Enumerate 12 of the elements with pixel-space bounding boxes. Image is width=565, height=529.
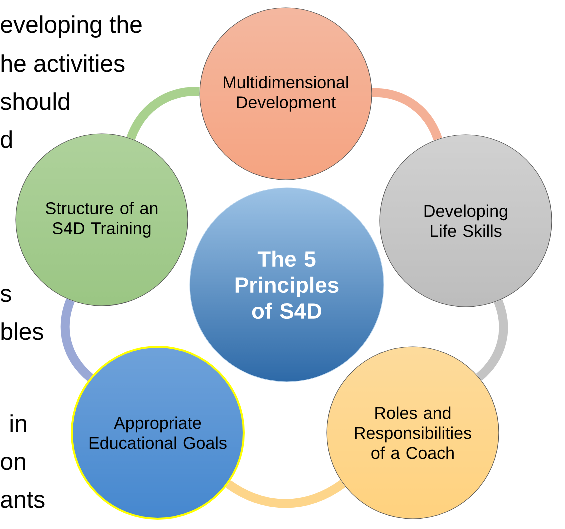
- body-text-fragment: in: [10, 414, 26, 432]
- body-text-fragment: ants: [1, 492, 45, 508]
- ring-arc: [126, 87, 200, 140]
- body-text-fragment: bles: [2, 322, 44, 340]
- ring-arc: [60, 298, 94, 382]
- ring-arc: [372, 88, 442, 141]
- body-text-fragment: on: [1, 457, 26, 470]
- body-text-fragment: eveloping the: [1, 16, 142, 38]
- ring-arc: [476, 300, 508, 381]
- body-text-fragment: should: [0, 92, 70, 110]
- body-text-fragment: he activities: [2, 54, 125, 72]
- ring-arc: [226, 480, 346, 508]
